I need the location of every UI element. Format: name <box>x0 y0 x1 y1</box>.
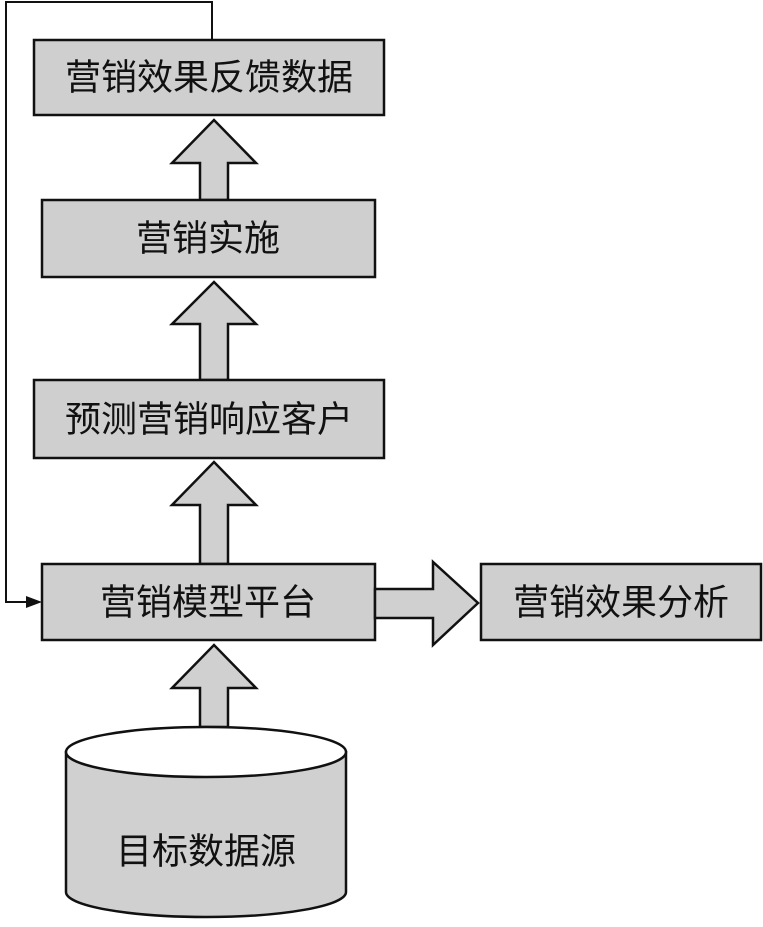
effect-analysis-box <box>479 562 763 642</box>
arrow-implementation-to-feedback <box>169 118 259 202</box>
data-source-cylinder-top <box>64 725 348 779</box>
feedback-loop-arrowhead <box>26 596 42 608</box>
target-data-source-node: 目标数据源 <box>64 725 348 919</box>
implementation-node: 营销实施 <box>40 198 377 279</box>
implementation-box <box>40 198 377 279</box>
feedback-data-label: 营销效果反馈数据 <box>65 58 353 99</box>
model-platform-label: 营销模型平台 <box>100 583 316 624</box>
data-source-cylinder-body <box>64 750 348 919</box>
arrow-platform-to-analysis <box>373 559 480 648</box>
effect-analysis-label: 营销效果分析 <box>513 583 729 624</box>
effect-analysis-node: 营销效果分析 <box>479 562 763 642</box>
arrow-source-to-platform <box>169 643 259 729</box>
predict-customers-label: 预测营销响应客户 <box>65 400 353 441</box>
arrow-predict-to-implementation <box>168 280 260 382</box>
model-platform-node: 营销模型平台 <box>40 562 377 642</box>
arrow-platform-to-predict <box>169 460 259 566</box>
predict-customers-node: 预测营销响应客户 <box>32 378 386 460</box>
predict-customers-box <box>32 378 386 460</box>
target-data-source-label: 目标数据源 <box>116 832 296 873</box>
implementation-label: 营销实施 <box>136 219 280 260</box>
feedback-data-box <box>32 38 386 117</box>
feedback-loop-line <box>5 1 213 603</box>
feedback-data-node: 营销效果反馈数据 <box>32 38 386 117</box>
